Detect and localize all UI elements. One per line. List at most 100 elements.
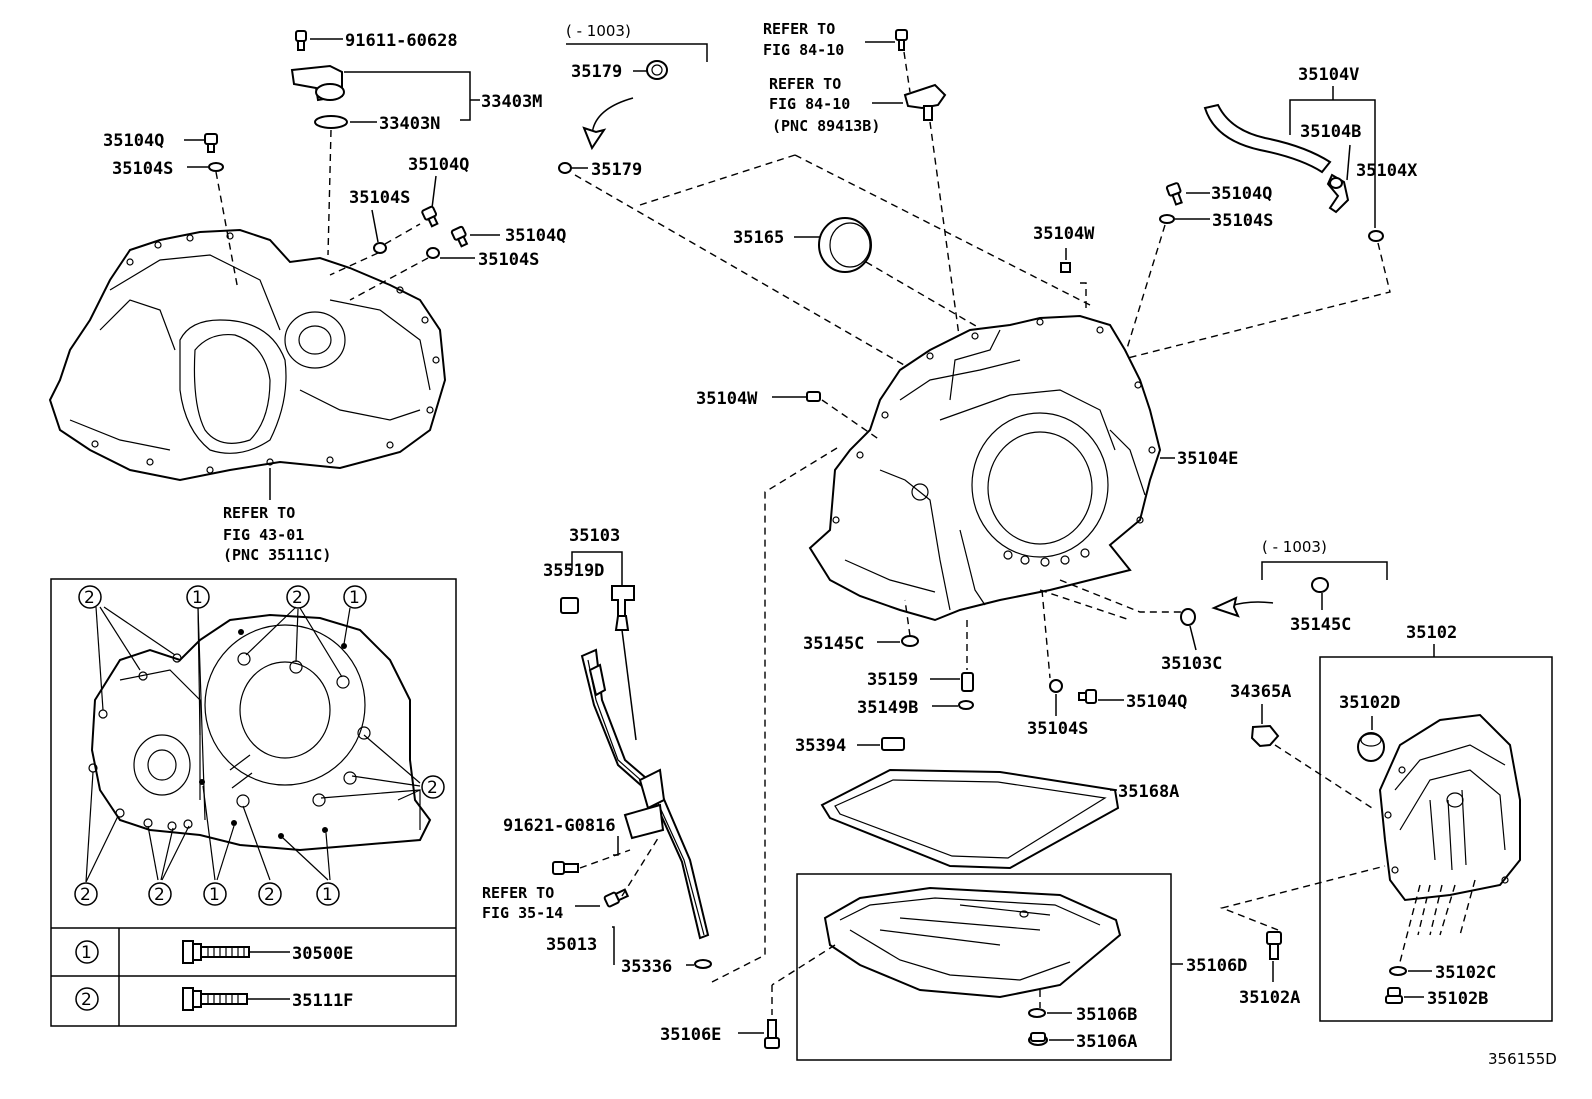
plug-35102b-label: 35102B [1427, 989, 1488, 1009]
assembly-33403m-label: 33403M [481, 92, 542, 112]
refer-35-14-line2: FIG 35-14 [482, 904, 563, 922]
left-housing-group: 91611-60628 33403M 33403N 35104Q 35104S … [48, 30, 566, 564]
svg-text:2: 2 [80, 885, 91, 905]
gasket-35168a-label: 35168A [1118, 782, 1179, 802]
refer-84-10-b-line1: REFER TO [769, 75, 841, 93]
pin-35104w-left-label: 35104W [696, 389, 758, 409]
svg-text:2: 2 [81, 990, 92, 1010]
bolt-35104q-bottom-label: 35104Q [1126, 692, 1187, 712]
diagram-code: 356155D [1488, 1050, 1557, 1068]
transaxle-case-35104e-group: 35104E 35104W 35145C 35159 35149B 35104S… [696, 314, 1388, 983]
svg-text:2: 2 [292, 588, 303, 608]
bolt-35102a-icon [1266, 931, 1282, 960]
svg-text:1: 1 [349, 588, 360, 608]
bolt-91611-label: 91611-60628 [345, 31, 458, 51]
oring-35336-label: 35336 [621, 957, 672, 977]
bolt-91621-label: 91621-G0816 [503, 816, 616, 836]
clip-35519d-icon [560, 597, 579, 614]
dipstick-35103-group: 35103 35519D 91621-G0816 REFER TO FIG 35… [482, 526, 712, 977]
callout-2: 2 [78, 585, 102, 609]
refer-84-10-a-line1: REFER TO [763, 20, 835, 38]
collar-35159-label: 35159 [867, 670, 918, 690]
plug-35179-group: ( - 1003) 35179 35179 [558, 22, 931, 381]
refer-84-10-b-line3: (PNC 89413B) [772, 117, 880, 135]
callout-1: 1 [343, 585, 367, 609]
collar-35159-icon [961, 672, 974, 692]
oring-35102c-label: 35102C [1435, 963, 1496, 983]
refer-84-10-b-line2: FIG 84-10 [769, 95, 850, 113]
legend-row-2: 2 35111F [75, 987, 353, 1011]
callout-2: 2 [258, 882, 282, 906]
bolt-35104q-right-icon [450, 225, 469, 248]
fitting-35104x-label: 35104X [1356, 161, 1418, 181]
legend-part-30500e: 30500E [292, 944, 353, 964]
washer-35104s-topleft-label: 35104S [112, 159, 173, 179]
refer-43-01-line2: FIG 43-01 [223, 526, 304, 544]
oil-pan-icon [823, 886, 1122, 999]
legend-part-35111f: 35111F [292, 991, 353, 1011]
refer-43-01-line3: (PNC 35111C) [223, 546, 331, 564]
oring-35103c-label: 35103C [1161, 654, 1222, 674]
washer-35104s-case-icon [1159, 214, 1175, 224]
oring-33403n-icon [314, 115, 348, 129]
plug-range-label: ( - 1003) [566, 22, 631, 40]
washer-35145c-icon [901, 635, 919, 647]
oring-35103c-icon [1180, 608, 1196, 626]
svg-text:1: 1 [209, 885, 220, 905]
washer-range-label: ( - 1003) [1262, 538, 1327, 556]
refer-43-01-line1: REFER TO [223, 504, 295, 522]
pin-35104w-left-icon [806, 391, 821, 402]
oring-35179-icon [558, 162, 572, 174]
refer-84-10-a-line2: FIG 84-10 [763, 41, 844, 59]
pin-35104w-top-label: 35104W [1033, 224, 1095, 244]
washer-35145c-right-icon [1311, 577, 1329, 593]
seal-35165-label: 35165 [733, 228, 784, 248]
callout-2: 2 [421, 775, 445, 799]
converter-housing-drawing [48, 228, 447, 482]
callout-1: 1 [186, 585, 210, 609]
svg-text:2: 2 [84, 588, 95, 608]
legend-row-1: 1 30500E [75, 940, 353, 964]
transaxle-case-drawing [808, 314, 1162, 622]
bolt-35104q-right-label: 35104Q [505, 226, 566, 246]
oil-seal-35165-icon [818, 217, 872, 273]
pan-35106d-label: 35106D [1186, 956, 1247, 976]
plug-35102b-icon [1385, 987, 1403, 1004]
clip-35519d-label: 35519D [543, 561, 604, 581]
plug-35102d-label: 35102D [1339, 693, 1400, 713]
shift-lever-assembly-icon [290, 64, 345, 102]
washer-35104s-right-icon [426, 247, 440, 259]
bolt-91611-icon [295, 30, 307, 51]
refer-35-14-line1: REFER TO [482, 884, 554, 902]
washer-35104s-mid-icon [373, 242, 387, 254]
oring-35179-label: 35179 [591, 160, 642, 180]
callout-1: 1 [316, 882, 340, 906]
pan-bolt-35106e-label: 35106E [660, 1025, 721, 1045]
dipstick-35103-label: 35103 [569, 526, 620, 546]
gasket-35168a-group: 35168A [820, 768, 1179, 870]
hose-fitting-icon [1326, 173, 1350, 214]
svg-text:1: 1 [81, 943, 92, 963]
svg-text:2: 2 [264, 885, 275, 905]
callout-1: 1 [203, 882, 227, 906]
hose-oring-icon [1368, 230, 1384, 242]
bolt-30500e-icon [182, 940, 250, 964]
washer-35145c-right-label: 35145C [1290, 615, 1351, 635]
sensor-bolt-icon [895, 29, 908, 51]
pan-bolt-35106e-icon [764, 1019, 780, 1049]
oring-33403n-label: 33403N [379, 114, 440, 134]
callout-2: 2 [148, 882, 172, 906]
svg-text:2: 2 [154, 885, 165, 905]
oring-35336-icon [694, 959, 712, 969]
extension-housing-cover-icon [1378, 713, 1521, 902]
bolt-35104q-mid-label: 35104Q [408, 155, 469, 175]
washer-35104s-bottom-label: 35104S [1027, 719, 1088, 739]
svg-text:2: 2 [427, 778, 438, 798]
speed-sensor-icon [903, 83, 947, 121]
plate-35394-icon [881, 737, 905, 751]
washer-35149b-label: 35149B [857, 698, 918, 718]
plug-35179-label: 35179 [571, 62, 622, 82]
bolt-35102a-label: 35102A [1239, 988, 1300, 1008]
washer-35106b-label: 35106B [1076, 1005, 1137, 1025]
